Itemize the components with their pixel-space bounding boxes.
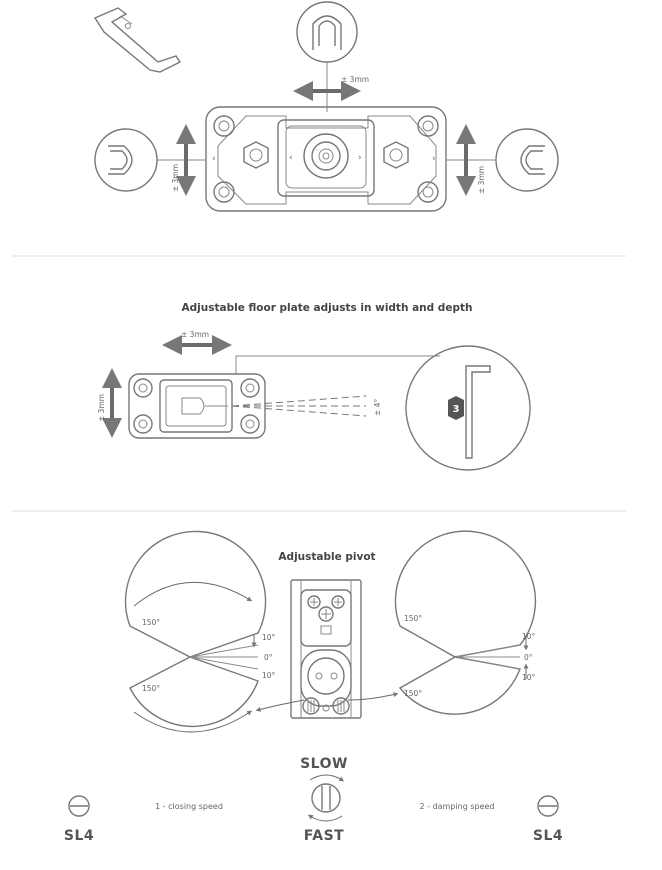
angle-adjust-label: ± 4° — [373, 399, 382, 416]
left-angle-a2: 0° — [264, 653, 273, 662]
width-adjust-label-2: ± 3mm — [181, 330, 209, 339]
left-model-label: SL4 — [64, 828, 94, 844]
right-detail-circle — [446, 128, 559, 192]
left-depth-label: ± 3mm — [171, 164, 180, 192]
fast-label: FAST — [304, 828, 344, 844]
left-detail-circle — [94, 128, 206, 192]
right-sl4-indicator: SL4 — [533, 795, 563, 844]
left-angle-top: 150° — [142, 618, 160, 627]
right-angle-a1: 10° — [522, 632, 536, 641]
left-angle-a1: 10° — [262, 633, 276, 642]
section-floor-plate-adjust: ± 3mm ± 3mm ± 4° 3 — [97, 330, 531, 471]
top-detail-circle — [296, 1, 358, 112]
hex-size-text: 3 — [453, 404, 460, 415]
left-sl4-indicator: SL4 — [64, 795, 94, 844]
damping-speed-label: 2 - damping speed — [420, 802, 495, 811]
depth-adjust-label-2: ± 3mm — [97, 394, 106, 422]
floor-plate: ‹ › ‹ › — [205, 106, 447, 212]
slow-label: SLOW — [300, 756, 348, 772]
svg-text:›: › — [432, 154, 436, 164]
section2-heading: Adjustable floor plate adjusts in width … — [182, 302, 473, 314]
spring-clip-part — [93, 7, 182, 73]
right-model-label: SL4 — [533, 828, 563, 844]
left-angle-diagram: 150° 150° 10° 0° 10° — [124, 530, 276, 733]
speed-knob: SLOW FAST — [300, 756, 348, 844]
section3-heading: Adjustable pivot — [278, 551, 375, 563]
width-adjust-label: ± 3mm — [341, 75, 369, 84]
right-depth-label: ± 3mm — [477, 166, 486, 194]
left-angle-a3: 10° — [262, 671, 276, 680]
left-angle-bottom: 150° — [142, 684, 160, 693]
right-angle-a2: 0° — [524, 653, 533, 662]
section-top-plate: ± 3mm ‹ › ‹ › — [93, 1, 559, 212]
svg-text:›: › — [358, 153, 362, 163]
svg-text:‹: ‹ — [212, 154, 216, 164]
svg-text:‹: ‹ — [289, 153, 293, 163]
closing-speed-label: 1 - closing speed — [155, 802, 223, 811]
pivot-unit — [255, 579, 399, 719]
hex-key-detail: 3 — [405, 345, 531, 471]
hex-size-badge — [448, 396, 464, 420]
right-angle-bottom: 150° — [404, 689, 422, 698]
right-angle-a3: 10° — [522, 673, 536, 682]
right-angle-top: 150° — [404, 614, 422, 623]
right-angle-diagram: 150° 150° 10° 0° 10° — [394, 530, 537, 715]
